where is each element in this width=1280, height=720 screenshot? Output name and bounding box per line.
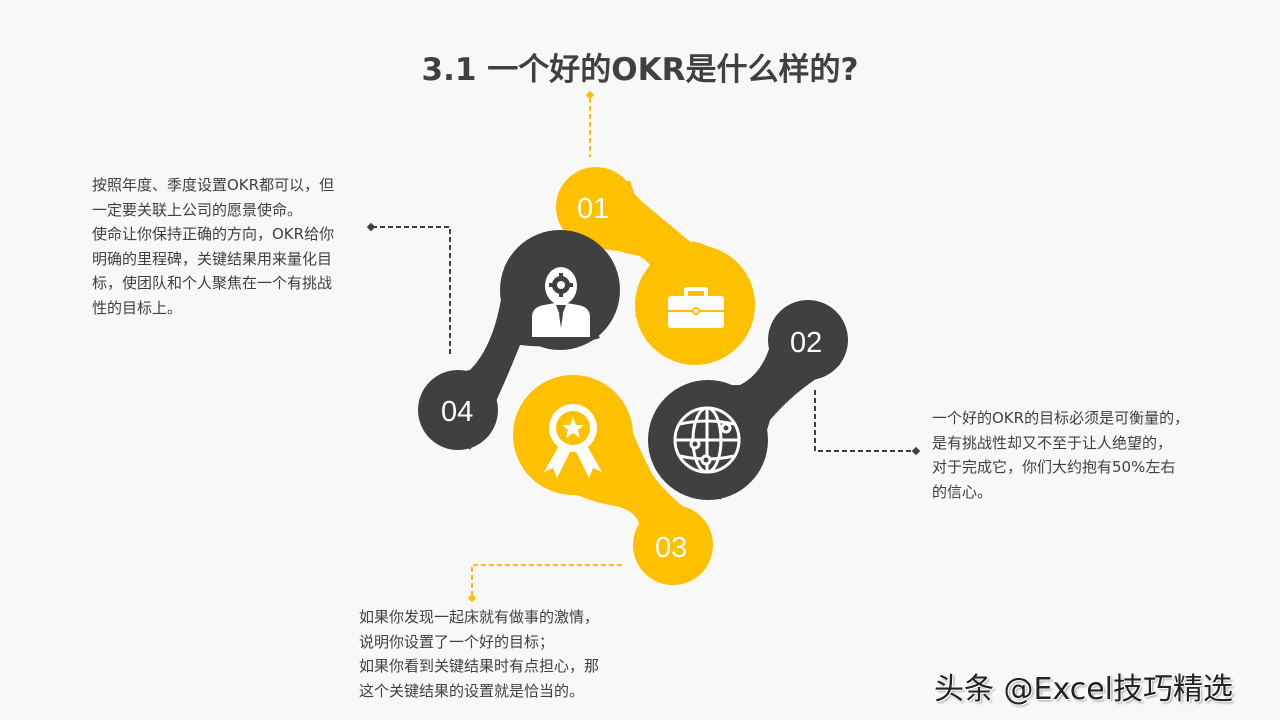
step-02-description: 一个好的OKR的目标必须是可衡量的， 是有挑战性却又不至于让人绝望的， 对于完成… — [932, 406, 1212, 504]
desc-line: 一个好的OKR的目标必须是可衡量的， — [932, 409, 1190, 427]
desc-line: 说明你设置了一个好的目标； — [359, 632, 555, 651]
desc-line: 对于完成它，你们大约抱有50%左右 — [932, 458, 1176, 476]
desc-line: 一定要关联上公司的愿景使命。 — [92, 200, 303, 219]
desc-line: 性的目标上。 — [92, 298, 183, 317]
watermark: 头条 @Excel技巧精选 — [934, 672, 1234, 707]
award-ribbon-icon — [544, 404, 602, 478]
desc-line: 如果你看到关键结果时有点担心，那 — [359, 657, 600, 675]
desc-line: 使命让你保持正确的方向，OKR给你 — [92, 225, 335, 243]
desc-line: 是有挑战性却又不至于让人绝望的， — [932, 433, 1173, 452]
step-01-number: 01 — [577, 193, 609, 225]
connector-04 — [366, 222, 451, 355]
slide-title: 3.1 一个好的OKR是什么样的? — [421, 52, 859, 88]
globe-network-icon — [673, 406, 741, 474]
step-03-description: 如果你发现一起床就有做事的激情， 说明你设置了一个好的目标； 如果你看到关键结果… — [359, 605, 639, 703]
desc-line: 的信心。 — [932, 482, 993, 501]
step-04-number: 04 — [441, 396, 473, 428]
desc-line: 明确的里程碑，关键结果用来量化目 — [92, 249, 333, 268]
desc-line: 这个关键结果的设置就是恰当的。 — [359, 681, 585, 700]
briefcase-icon — [668, 287, 724, 328]
step-04-description: 按照年度、季度设置OKR都可以，但 一定要关联上公司的愿景使命。 使命让你保持正… — [92, 173, 362, 320]
connector-02 — [814, 390, 921, 456]
step-02-number: 02 — [790, 327, 822, 359]
connector-03 — [467, 564, 622, 603]
person-gear-icon — [532, 267, 590, 337]
step-03-number: 03 — [655, 532, 687, 564]
desc-line: 标，使团队和个人聚焦在一个有挑战 — [92, 274, 333, 292]
connector-01 — [585, 90, 595, 157]
desc-line: 按照年度、季度设置OKR都可以，但 — [92, 176, 335, 194]
desc-line: 如果你发现一起床就有做事的激情， — [359, 608, 600, 626]
